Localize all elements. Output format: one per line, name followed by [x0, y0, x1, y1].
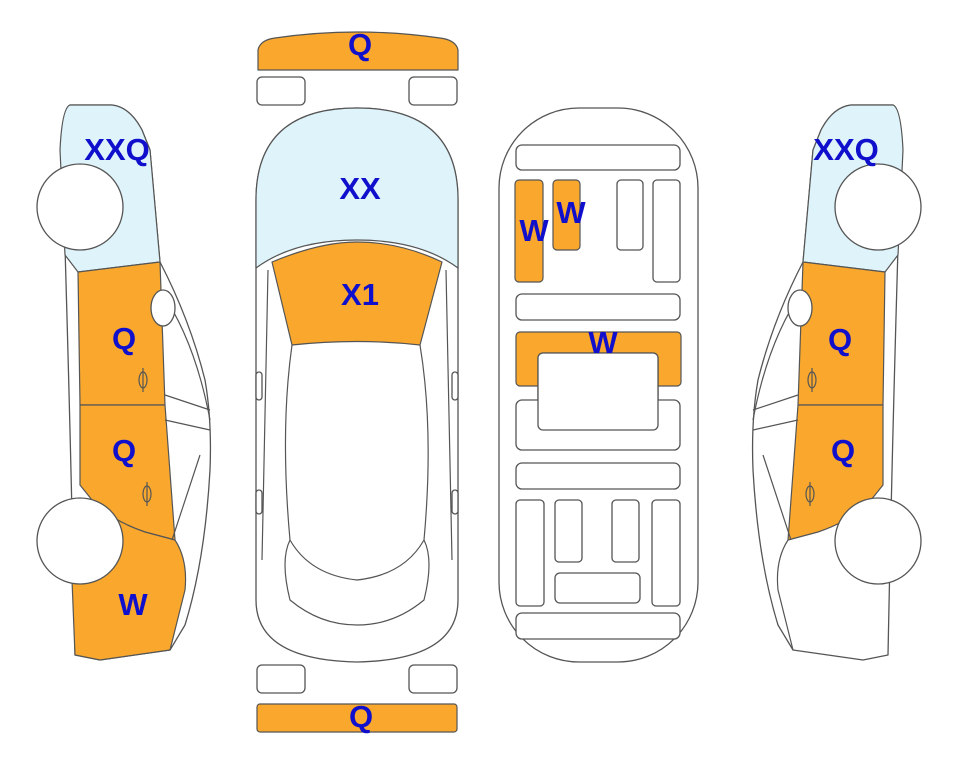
label-floor-crossmember: W: [588, 325, 618, 360]
right-rear-wheel: [834, 163, 922, 251]
rear-bumper-panel[interactable]: [257, 31, 459, 71]
rear-light-left: [256, 76, 306, 106]
label-front-bumper: Q: [349, 699, 373, 734]
rear-light-right: [408, 76, 458, 106]
label-windshield: XX: [339, 171, 381, 206]
under-tank-inner: [537, 352, 659, 431]
right-door-handle-rear: [807, 368, 817, 392]
under-slot-1: [616, 179, 644, 251]
under-slot-2: [652, 179, 681, 283]
label-right-rear-door: Q: [828, 322, 852, 357]
left-window-line: [159, 289, 211, 541]
front-bumper-panel[interactable]: [256, 703, 458, 733]
front-light-left: [256, 664, 306, 694]
under-bar-2: [515, 293, 681, 321]
under-bar-4: [515, 462, 681, 490]
left-door-handle-front: [142, 482, 152, 506]
roof-panel[interactable]: [271, 241, 443, 346]
top-cabin-lines: [261, 269, 453, 626]
top-view: [255, 31, 459, 733]
under-slot-3: [515, 499, 545, 607]
top-handle-right: [451, 489, 459, 515]
right-mirror: [787, 289, 813, 327]
under-slot-6: [651, 499, 681, 607]
under-slot-4: [554, 499, 583, 563]
label-left-front-fender: W: [118, 587, 148, 622]
top-mirror-left: [255, 371, 263, 401]
right-window-line: [752, 289, 804, 651]
top-mirror-right: [451, 371, 459, 401]
floor-panel-right[interactable]: [552, 179, 581, 251]
right-front-wheel: [834, 497, 922, 585]
left-mirror: [150, 289, 176, 327]
label-rear-bumper: Q: [348, 27, 372, 62]
label-left-front-door: Q: [112, 433, 136, 468]
under-slot-5: [611, 499, 640, 563]
under-front-bar: [515, 612, 681, 640]
left-front-wheel: [36, 497, 124, 585]
under-rear-bar: [515, 144, 681, 171]
label-roof: X1: [341, 277, 379, 312]
damage-labels: Q XX X1 Q XXQ Q Q W W W W XXQ Q Q: [84, 27, 878, 734]
top-handle-left: [255, 489, 263, 515]
label-right-front-door: Q: [831, 433, 855, 468]
right-side-view: [751, 104, 922, 661]
left-rear-wheel: [36, 163, 124, 251]
right-door-handle-front: [805, 482, 815, 506]
label-right-roof-glass: XXQ: [813, 132, 878, 167]
label-floor-panel-left: W: [519, 213, 549, 248]
under-bar-5: [554, 572, 641, 604]
label-left-rear-door: Q: [112, 321, 136, 356]
label-floor-panel-right: W: [556, 195, 586, 230]
left-side-view: [36, 104, 212, 661]
floor-panel-left[interactable]: [514, 179, 544, 283]
underbody-view: [498, 107, 699, 663]
rear-windshield-panel[interactable]: [255, 107, 459, 269]
left-door-handle-rear: [138, 368, 148, 392]
label-left-roof-glass: XXQ: [84, 132, 149, 167]
front-light-right: [408, 664, 458, 694]
